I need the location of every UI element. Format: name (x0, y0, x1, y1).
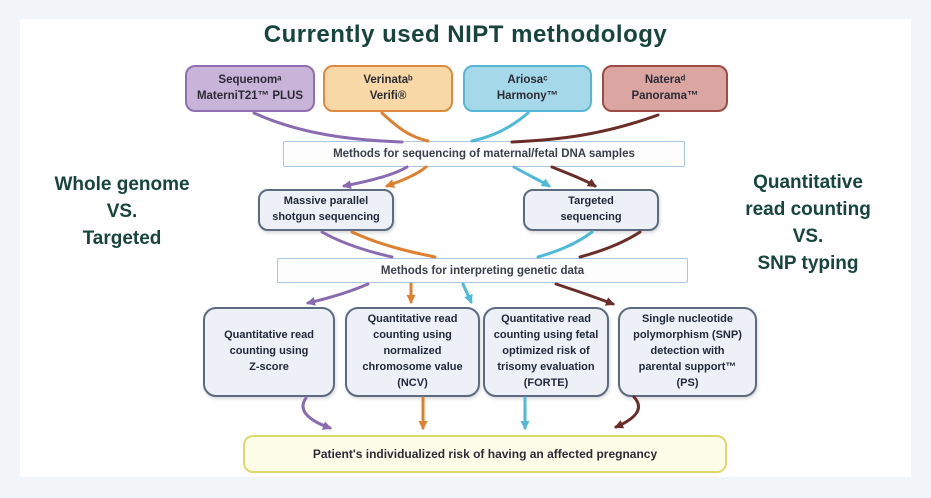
targeted-sequencing-node: Targeted sequencing (523, 189, 659, 231)
vendor-box-ariosa: Ariosaᶜ Harmony™ (463, 65, 592, 112)
zscore-node: Quantitative read counting using Z-score (203, 307, 335, 397)
sequencing-methods-bar: Methods for sequencing of maternal/fetal… (283, 141, 685, 167)
figure-title: Currently used NIPT methodology (263, 21, 668, 48)
outcome-box: Patient's individualized risk of having … (243, 435, 727, 473)
forte-node: Quantitative read counting using fetal o… (483, 307, 609, 397)
left-comparison-label: Whole genome VS. Targeted (54, 174, 190, 249)
snp-node: Single nucleotide polymorphism (SNP) det… (618, 307, 757, 397)
interpreting-methods-bar: Methods for interpreting genetic data (277, 258, 688, 283)
ncv-node: Quantitative read counting using normali… (345, 307, 480, 397)
vendor-box-verinata: Verinataᵇ Verifi® (323, 65, 453, 112)
right-comparison-label: Quantitative read counting VS. SNP typin… (745, 172, 871, 274)
vendor-box-natera: Nateraᵈ Panorama™ (602, 65, 728, 112)
massive-parallel-node: Massive parallel shotgun sequencing (258, 189, 394, 231)
vendor-box-sequenom: Sequenomᵃ MaterniT21™ PLUS (185, 65, 315, 112)
